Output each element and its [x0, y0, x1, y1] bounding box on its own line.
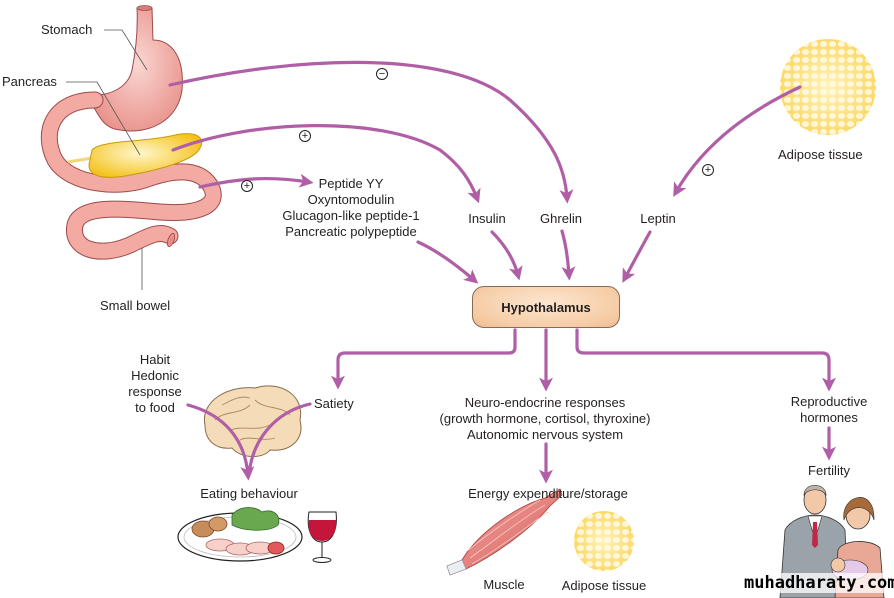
label-leptin: Leptin — [640, 211, 676, 226]
label-insulin: Insulin — [468, 211, 506, 226]
label-pancreas: Pancreas — [2, 74, 57, 89]
arrow-bowel-peptides — [198, 173, 314, 189]
muscle-illustration — [446, 488, 563, 576]
arrow-ghrelin-hypothalamus — [560, 229, 576, 281]
gut-peptide-item: Oxyntomodulin — [307, 192, 395, 207]
label-ghrelin: Ghrelin — [540, 211, 582, 226]
response-line: (growth hormone, cortisol, thyroxine) — [439, 411, 651, 426]
arrow-peptides-hypothalamus — [416, 240, 479, 284]
arrow-stomach-ghrelin — [168, 60, 574, 204]
reproductive-line: hormones — [800, 410, 858, 425]
influence-line: response — [128, 384, 182, 399]
arrows — [168, 60, 836, 484]
food-plate-illustration — [177, 507, 303, 562]
label-small-bowel: Small bowel — [100, 298, 171, 313]
leader-lines — [66, 29, 148, 156]
arrow-pancreas-insulin — [171, 123, 481, 204]
response-line: Autonomic nervous system — [466, 427, 624, 442]
gut-peptides-list: Peptide YY Oxyntomodulin Glucagon-like p… — [282, 176, 419, 240]
gut-peptide-item: Pancreatic polypeptide — [285, 224, 417, 239]
brain-arrows — [186, 402, 312, 481]
response-line: Neuro-endocrine responses — [464, 395, 626, 410]
hypothalamus-box: Hypothalamus — [472, 286, 620, 328]
gut-peptide-item: Glucagon-like peptide-1 — [282, 208, 420, 223]
sign-ghrelin-inhibitory: − — [376, 68, 388, 80]
label-energy-expenditure: Energy expenditure/storage — [468, 486, 628, 501]
adipose-tissue-illustration — [780, 39, 876, 135]
label-adipose-tissue-top: Adipose tissue — [778, 147, 863, 162]
label-adipose-tissue-bottom: Adipose tissue — [561, 578, 647, 593]
wine-glass-illustration — [307, 511, 337, 563]
brain-illustration — [204, 385, 302, 457]
arrow-habit-eating — [186, 403, 255, 481]
label-fertility: Fertility — [808, 463, 850, 478]
label-stomach: Stomach — [41, 22, 93, 37]
arrow-insulin-hypothalamus — [490, 230, 523, 281]
label-eating-behaviour: Eating behaviour — [200, 486, 298, 501]
arrow-hypothalamus-reproductive — [575, 328, 836, 392]
pancreas-illustration — [67, 133, 203, 178]
reproductive-hormones-label: Reproductive hormones — [791, 394, 868, 426]
watermark: muhadharaty.com — [742, 573, 894, 593]
arrow-adipose-leptin — [673, 85, 802, 197]
reproductive-line: Reproductive — [790, 394, 868, 409]
influence-line: Hedonic — [131, 368, 179, 383]
habit-hedonic-label: Habit Hedonic response to food — [128, 352, 181, 416]
small-bowel-illustration — [40, 91, 222, 290]
gut-peptide-item: Peptide YY — [318, 176, 384, 191]
influence-line: Habit — [139, 352, 171, 367]
adipose-tissue-bottom-illustration — [574, 511, 634, 571]
label-satiety: Satiety — [314, 396, 354, 411]
arrow-hypothalamus-satiety — [331, 328, 517, 390]
label-muscle: Muscle — [483, 577, 525, 592]
stomach-illustration — [91, 5, 183, 132]
neuroendocrine-responses-label: Neuro-endocrine responses (growth hormon… — [440, 395, 651, 443]
sign-gut-peptides-stimulatory: + — [241, 180, 253, 192]
sign-insulin-stimulatory: + — [299, 130, 311, 142]
arrow-satiety-eating — [247, 402, 312, 477]
sign-leptin-stimulatory: + — [702, 164, 714, 176]
influence-line: to food — [135, 400, 175, 415]
arrow-leptin-hypothalamus — [622, 230, 652, 283]
